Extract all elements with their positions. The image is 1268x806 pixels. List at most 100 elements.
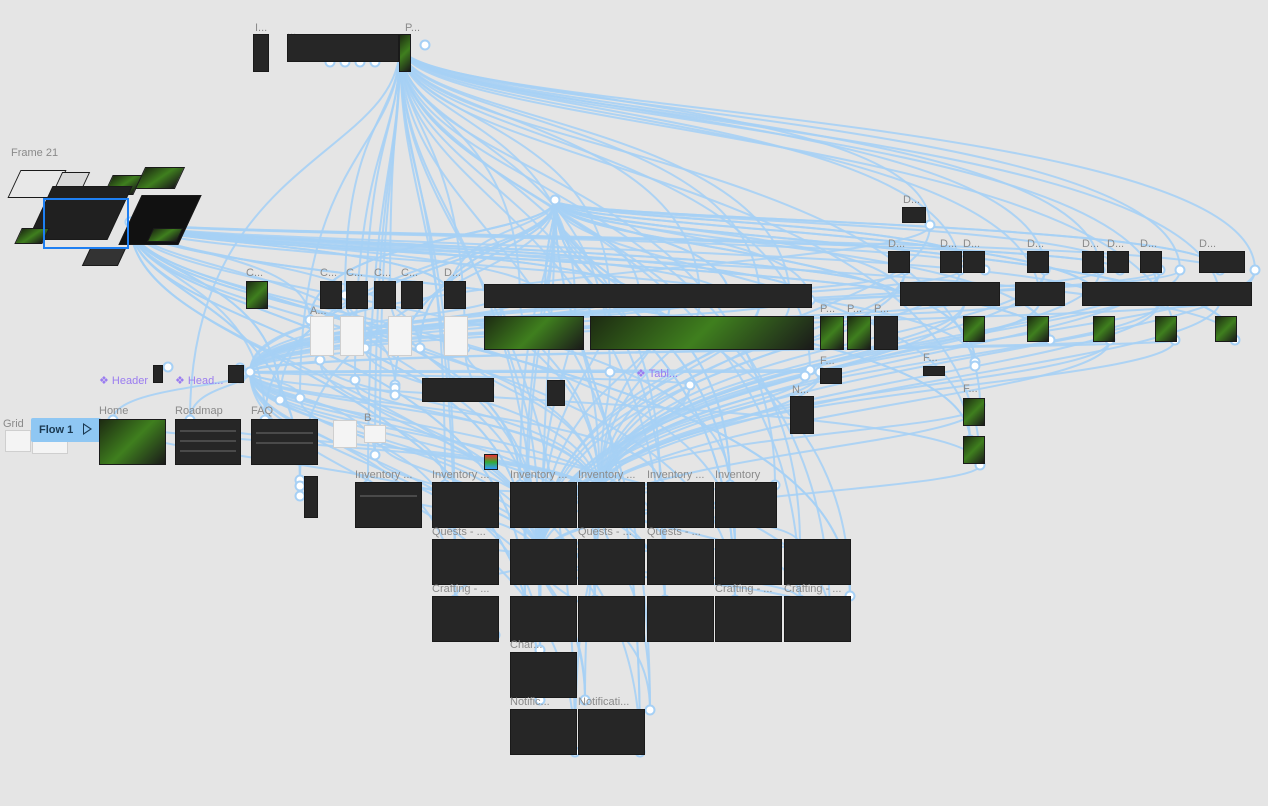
d-label-9[interactable]: D...	[1199, 238, 1217, 250]
crafting-label-2[interactable]: Crafting - ...	[715, 583, 773, 595]
quests-frame-6[interactable]	[784, 539, 851, 585]
d-label-5[interactable]: D...	[1027, 238, 1045, 250]
roadmap-frame[interactable]	[175, 419, 241, 465]
crafting-frame-1[interactable]	[432, 596, 499, 642]
top-p-label[interactable]: P...	[405, 22, 421, 34]
middle-green-frames-a[interactable]	[484, 316, 584, 350]
home-label[interactable]: Home	[99, 405, 129, 417]
p-label-1[interactable]: P...	[820, 303, 836, 315]
small-frame-center[interactable]	[547, 380, 565, 406]
top-p-frame[interactable]	[399, 34, 411, 72]
inventory-label-5[interactable]: Inventory ...	[647, 469, 705, 481]
p-frame-1[interactable]	[820, 316, 844, 350]
connection-line[interactable]	[399, 44, 1046, 271]
a-frame-3[interactable]	[388, 316, 412, 356]
a-label[interactable]: A...	[310, 305, 327, 317]
p-label-2[interactable]: P...	[847, 303, 863, 315]
connection-hotspot[interactable]	[549, 194, 561, 206]
d-frame-8[interactable]	[1140, 251, 1162, 273]
inventory-label-6[interactable]: Inventory	[715, 469, 761, 481]
b-frame-1[interactable]	[333, 420, 357, 448]
connection-line[interactable]	[249, 371, 691, 386]
color-swatch-frame[interactable]	[484, 454, 498, 470]
right-row-1[interactable]	[900, 282, 1000, 306]
connection-line[interactable]	[379, 44, 401, 441]
d-label-7[interactable]: D...	[1107, 238, 1125, 250]
inventory-label-2[interactable]: Inventory ...	[432, 469, 490, 481]
c-frame-4[interactable]	[374, 281, 396, 309]
d-frame-1[interactable]	[444, 281, 466, 309]
crafting-frame-3[interactable]	[578, 596, 645, 642]
inventory-label-1[interactable]: Inventory ...	[355, 469, 413, 481]
inventory-label-3[interactable]: Inventory ...	[510, 469, 568, 481]
connection-hotspot[interactable]	[369, 449, 381, 461]
connection-hotspot[interactable]	[162, 361, 174, 373]
f-frame-3[interactable]	[963, 398, 985, 426]
c-frame-3[interactable]	[346, 281, 368, 309]
middle-row-frames[interactable]	[484, 284, 812, 308]
d-label-1[interactable]: D...	[444, 267, 462, 279]
quests-frame-2[interactable]	[510, 539, 577, 585]
faq-label[interactable]: FAQ	[251, 405, 274, 417]
crafting-frame-6[interactable]	[784, 596, 851, 642]
connection-hotspot[interactable]	[579, 694, 591, 706]
a-frame-1[interactable]	[310, 316, 334, 356]
f-frame-4[interactable]	[963, 436, 985, 464]
p-label-3[interactable]: P...	[874, 303, 890, 315]
n-label[interactable]: N...	[792, 384, 810, 396]
top-i-frame[interactable]	[253, 34, 269, 72]
connection-line[interactable]	[249, 371, 591, 486]
quests-frame-3[interactable]	[578, 539, 645, 585]
connection-line[interactable]	[399, 44, 981, 466]
right-row-3[interactable]	[1082, 282, 1252, 306]
connection-hotspot[interactable]	[294, 392, 306, 404]
right-green-5[interactable]	[1215, 316, 1237, 342]
frame-21-selection[interactable]	[43, 198, 129, 249]
inventory-label-4[interactable]: Inventory ...	[578, 469, 636, 481]
d-frame-3[interactable]	[940, 251, 962, 273]
connection-line[interactable]	[554, 199, 986, 271]
d-label-3[interactable]: D...	[940, 238, 958, 250]
connection-line[interactable]	[129, 221, 1121, 271]
crafting-frame-5[interactable]	[715, 596, 782, 642]
connection-line[interactable]	[249, 371, 456, 601]
d-label-4[interactable]: D...	[963, 238, 981, 250]
connection-hotspot[interactable]	[799, 370, 811, 382]
d-frame-6[interactable]	[1082, 251, 1104, 273]
quests-label-2[interactable]: Quests - ...	[578, 526, 632, 538]
a-frame-4[interactable]	[444, 316, 468, 356]
connection-hotspot[interactable]	[274, 394, 286, 406]
connection-hotspot[interactable]	[419, 39, 431, 51]
right-green-1[interactable]	[963, 316, 985, 342]
roadmap-label[interactable]: Roadmap	[175, 405, 223, 417]
component-table-label[interactable]: ❖ Tabl...	[636, 368, 679, 380]
c-frame-5[interactable]	[401, 281, 423, 309]
notific-label-2[interactable]: Notificati...	[578, 696, 630, 708]
connection-hotspot[interactable]	[604, 366, 616, 378]
component-header-label[interactable]: ❖ Header	[99, 375, 148, 387]
d-top-label[interactable]: D...	[903, 194, 921, 206]
crafting-label-1[interactable]: Crafting - ...	[432, 583, 490, 595]
flow-starting-point[interactable]: Flow 1	[31, 418, 101, 442]
b-frame-2[interactable]	[364, 425, 386, 443]
char-frame[interactable]	[510, 652, 577, 698]
middle-green-frames-b[interactable]	[590, 316, 814, 350]
connection-hotspot[interactable]	[1249, 264, 1261, 276]
f-label-3[interactable]: F...	[963, 383, 978, 395]
grid-label[interactable]: Grid	[3, 418, 24, 430]
d-label-2[interactable]: D...	[888, 238, 906, 250]
quests-label-1[interactable]: Quests - ...	[432, 526, 486, 538]
quests-frame-1[interactable]	[432, 539, 499, 585]
connection-hotspot[interactable]	[1174, 264, 1186, 276]
connection-line[interactable]	[399, 44, 666, 601]
connection-hotspot[interactable]	[414, 342, 426, 354]
connection-line[interactable]	[344, 44, 401, 296]
inventory-frame-4[interactable]	[578, 482, 645, 528]
c-label-4[interactable]: C...	[374, 267, 392, 279]
right-green-3[interactable]	[1093, 316, 1115, 342]
connection-line[interactable]	[554, 199, 1221, 271]
connection-line[interactable]	[399, 44, 1256, 271]
connection-line[interactable]	[399, 44, 801, 601]
connection-line[interactable]	[399, 44, 801, 546]
c-label-3[interactable]: C...	[346, 267, 364, 279]
